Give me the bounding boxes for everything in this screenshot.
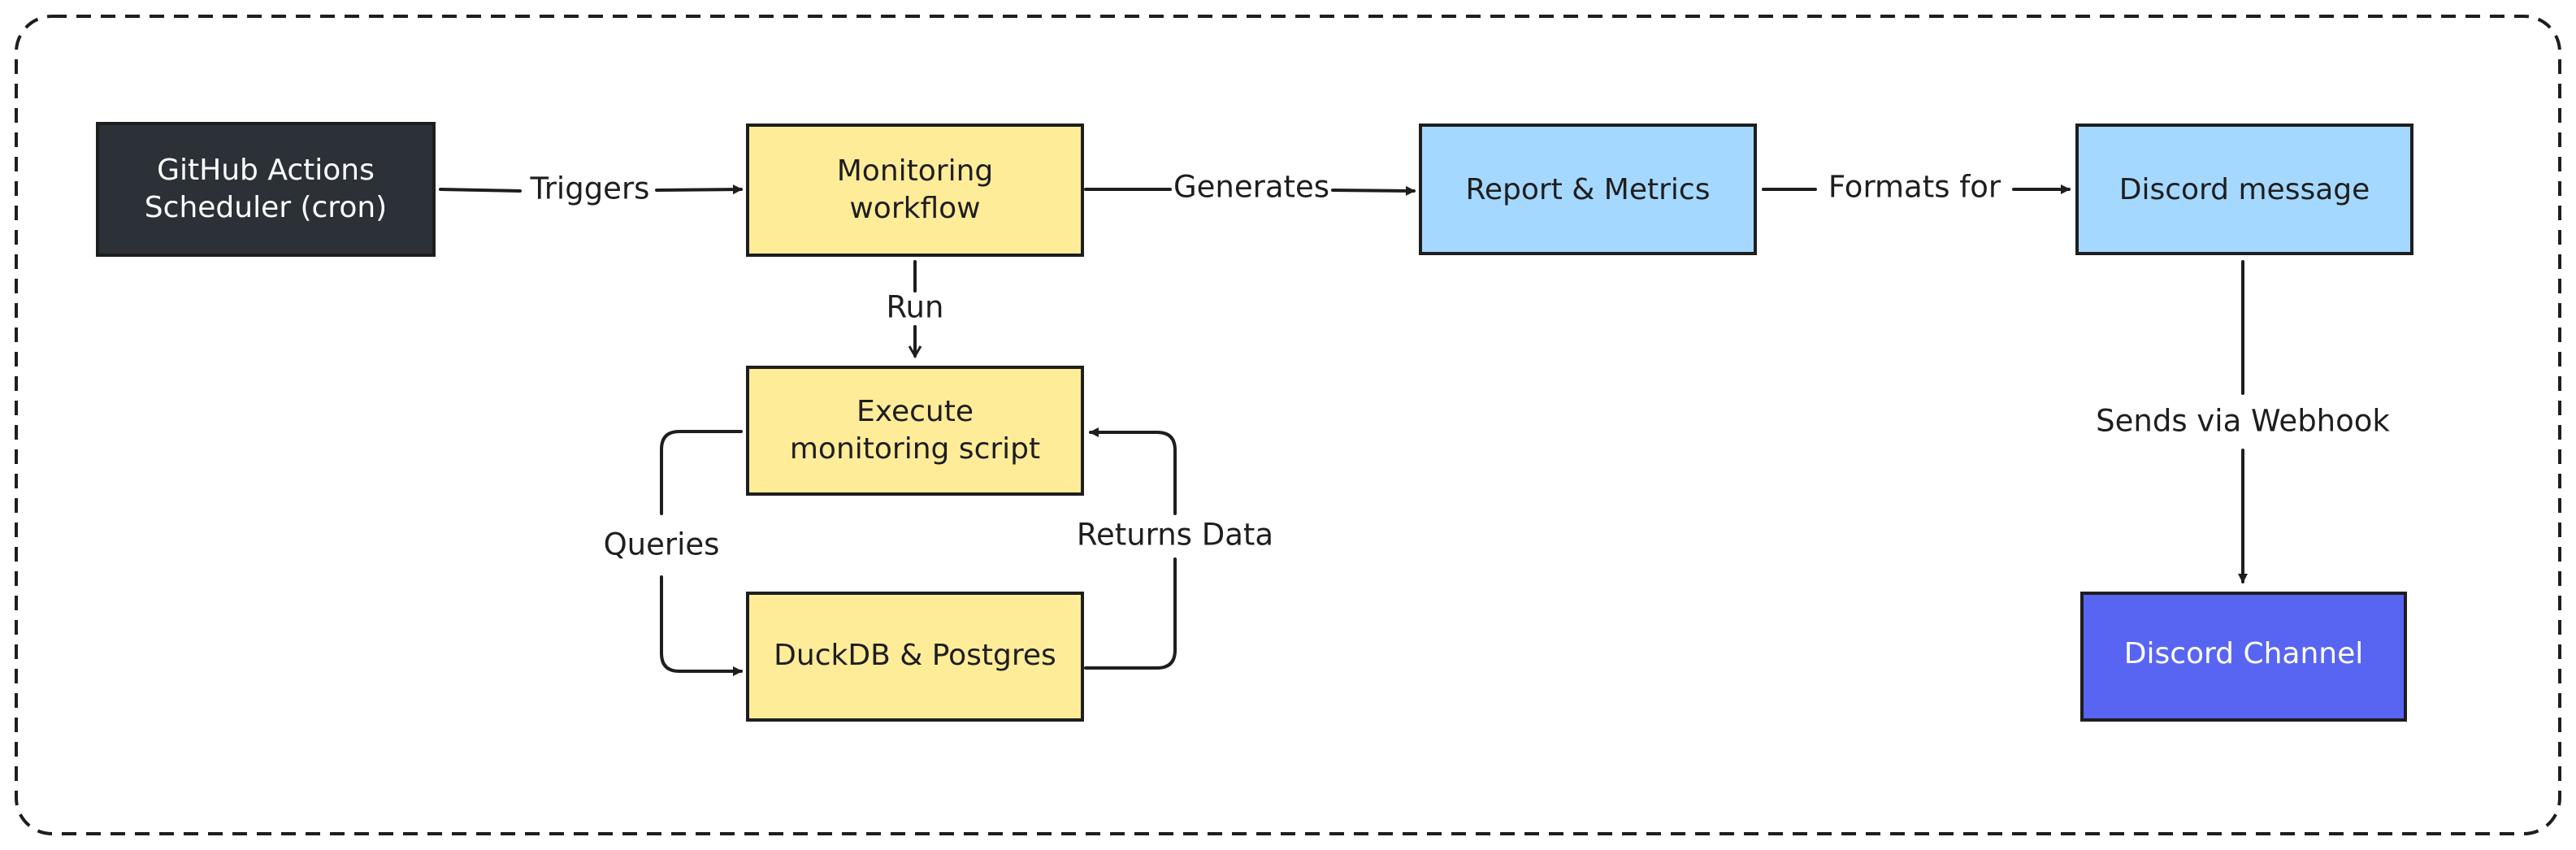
node-report-label: Report & Metrics bbox=[1466, 173, 1711, 206]
edge-generates-line-b bbox=[1331, 185, 1416, 196]
edge-returns-data: Returns Data bbox=[1077, 427, 1273, 670]
edge-label-queries: Queries bbox=[604, 527, 720, 562]
node-script-label-line1: Execute bbox=[856, 395, 974, 428]
node-database-label: DuckDB & Postgres bbox=[774, 639, 1056, 672]
node-monitoring-workflow[interactable]: Monitoring workflow bbox=[746, 124, 1084, 257]
edge-label-triggers: Triggers bbox=[530, 171, 650, 206]
node-discord-message-box bbox=[2075, 124, 2413, 255]
node-scheduler-label-line2: Scheduler (cron) bbox=[145, 191, 387, 224]
edge-label-formats-for: Formats for bbox=[1828, 170, 2001, 205]
edge-label-sends-via-webhook: Sends via Webhook bbox=[2096, 404, 2390, 439]
node-github-actions-scheduler[interactable]: GitHub Actions Scheduler (cron) bbox=[96, 122, 436, 257]
node-script-label-line2: monitoring script bbox=[790, 432, 1040, 466]
node-discord-message[interactable]: Discord message bbox=[2075, 124, 2413, 255]
node-report-box bbox=[1419, 124, 1757, 255]
edge-label-run: Run bbox=[887, 290, 944, 325]
edge-returns-line-b bbox=[1089, 427, 1177, 515]
diagram-frame bbox=[15, 15, 2561, 835]
node-database-box bbox=[746, 592, 1084, 722]
edge-formats-for: Formats for bbox=[1762, 170, 2071, 205]
node-workflow-label-line2: workflow bbox=[849, 192, 980, 225]
node-discord-channel-box bbox=[2080, 592, 2407, 722]
node-discord-channel[interactable]: Discord Channel bbox=[2080, 592, 2407, 722]
node-scheduler-box bbox=[96, 122, 436, 257]
edge-generates: Generates bbox=[1084, 170, 1416, 205]
node-report-metrics[interactable]: Report & Metrics bbox=[1419, 124, 1757, 255]
node-script-box bbox=[746, 366, 1084, 496]
node-workflow-box bbox=[746, 124, 1084, 257]
edge-triggers: Triggers bbox=[439, 171, 743, 206]
node-workflow-label-line1: Monitoring bbox=[837, 154, 994, 188]
edge-triggers-line-a bbox=[439, 188, 522, 193]
node-discord-message-label: Discord message bbox=[2119, 173, 2370, 206]
edge-triggers-line-b bbox=[655, 184, 743, 195]
edge-run: Run bbox=[887, 260, 944, 356]
edge-returns-line-a bbox=[1084, 557, 1177, 670]
node-scheduler-label-line1: GitHub Actions bbox=[157, 154, 375, 187]
edge-sends-via-webhook: Sends via Webhook bbox=[2096, 260, 2390, 583]
edge-label-generates: Generates bbox=[1173, 170, 1329, 205]
node-execute-monitoring-script[interactable]: Execute monitoring script bbox=[746, 366, 1084, 496]
edge-queries: Queries bbox=[604, 430, 743, 676]
edge-queries-line-a bbox=[660, 430, 743, 515]
node-duckdb-postgres[interactable]: DuckDB & Postgres bbox=[746, 592, 1084, 722]
edge-queries-line-b bbox=[660, 575, 743, 676]
node-discord-channel-label: Discord Channel bbox=[2124, 637, 2364, 670]
edge-label-returns-data: Returns Data bbox=[1077, 518, 1273, 553]
